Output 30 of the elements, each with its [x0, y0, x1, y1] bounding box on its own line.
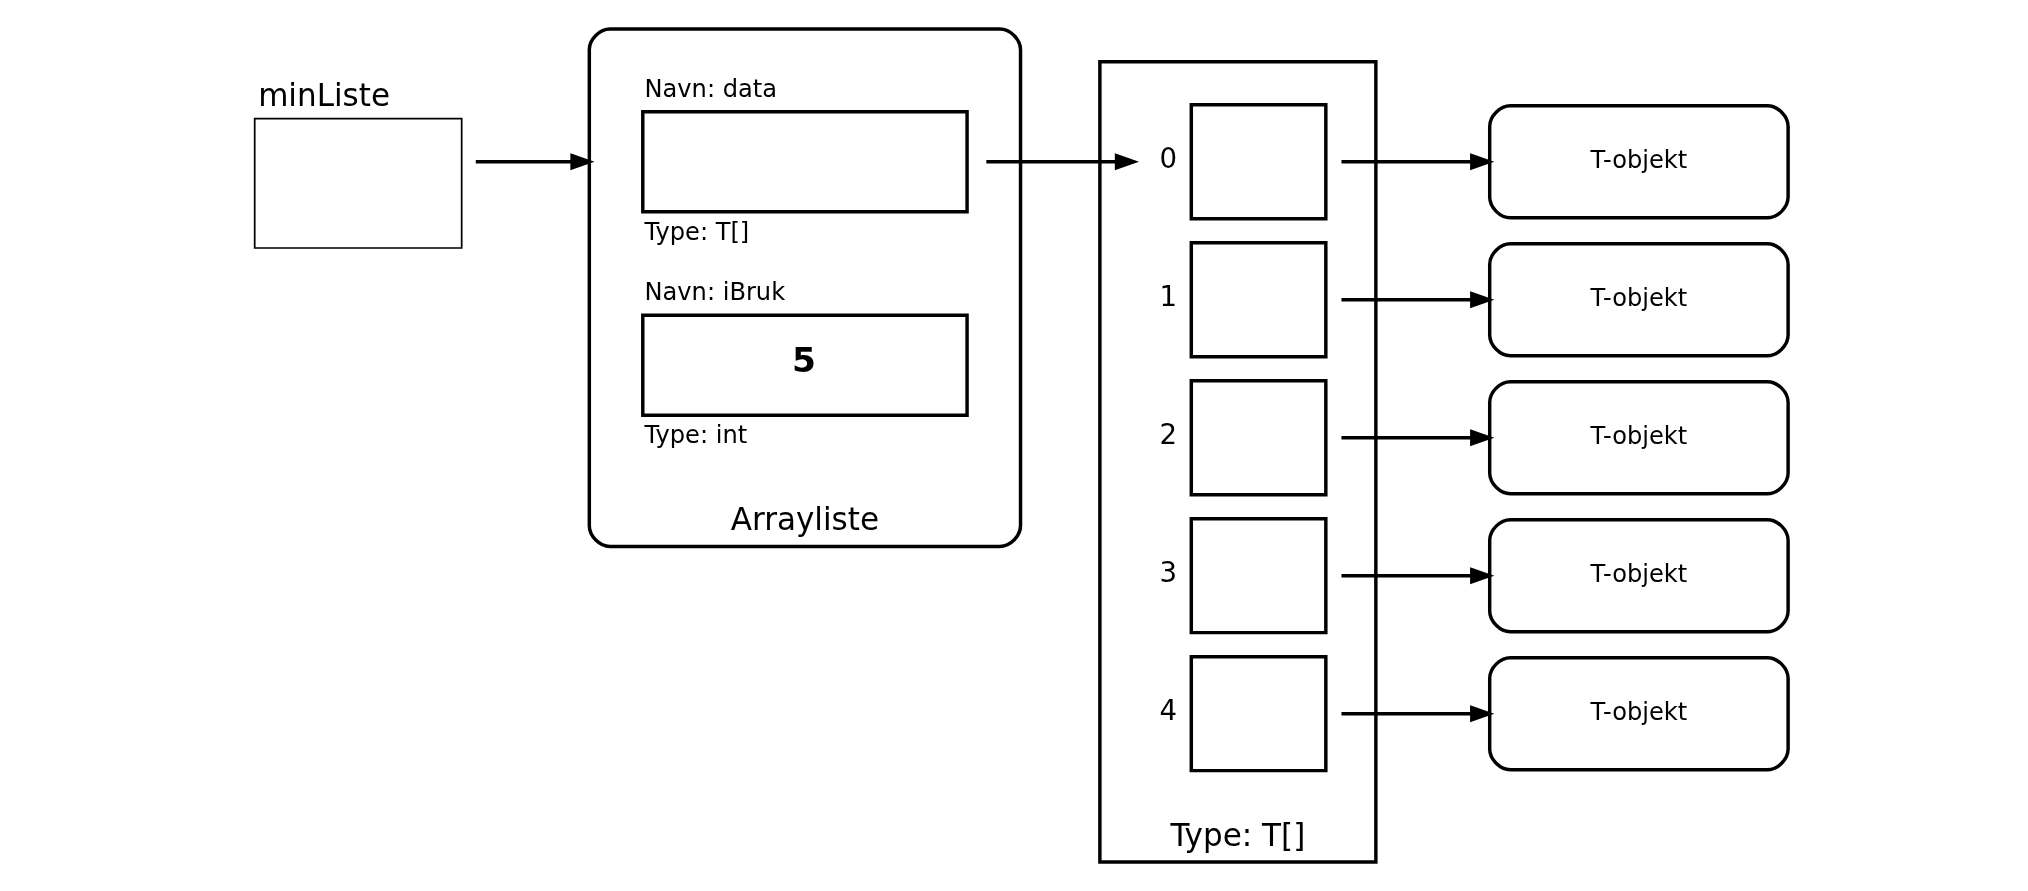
arrow: [1340, 153, 1494, 171]
arrow: [1340, 705, 1494, 723]
node-box: [1189, 103, 1328, 221]
node-box: T-objekt: [1487, 379, 1790, 496]
arrow: [475, 153, 595, 171]
node-box: [1189, 379, 1328, 497]
node-label: 0: [1158, 142, 1177, 176]
arrow: [1340, 567, 1494, 585]
node-box: [1189, 241, 1328, 359]
node-box: [1189, 655, 1328, 773]
node-box: T-objekt: [1487, 517, 1790, 634]
node-label: 4: [1158, 694, 1177, 728]
node-label: minListe: [257, 76, 390, 113]
node-box: T-objekt: [1487, 655, 1790, 772]
node-label: 3: [1158, 556, 1177, 590]
arrow: [985, 153, 1139, 171]
node-label: 2: [1158, 418, 1177, 452]
arrow: [1340, 429, 1494, 447]
node-box: [1189, 517, 1328, 635]
node-box: T-objekt: [1487, 241, 1790, 358]
node-label: 1: [1158, 280, 1177, 314]
node-label: Type: T[]: [644, 217, 749, 246]
node-label: Navn: iBruk: [644, 278, 785, 307]
node-label: Type: int: [644, 421, 747, 450]
node-label: Navn: data: [644, 74, 777, 103]
node-box: 5: [640, 313, 969, 418]
arrow: [1340, 291, 1494, 309]
node-box: T-objekt: [1487, 103, 1790, 220]
node-box: [640, 110, 969, 214]
node-box: [253, 117, 463, 249]
